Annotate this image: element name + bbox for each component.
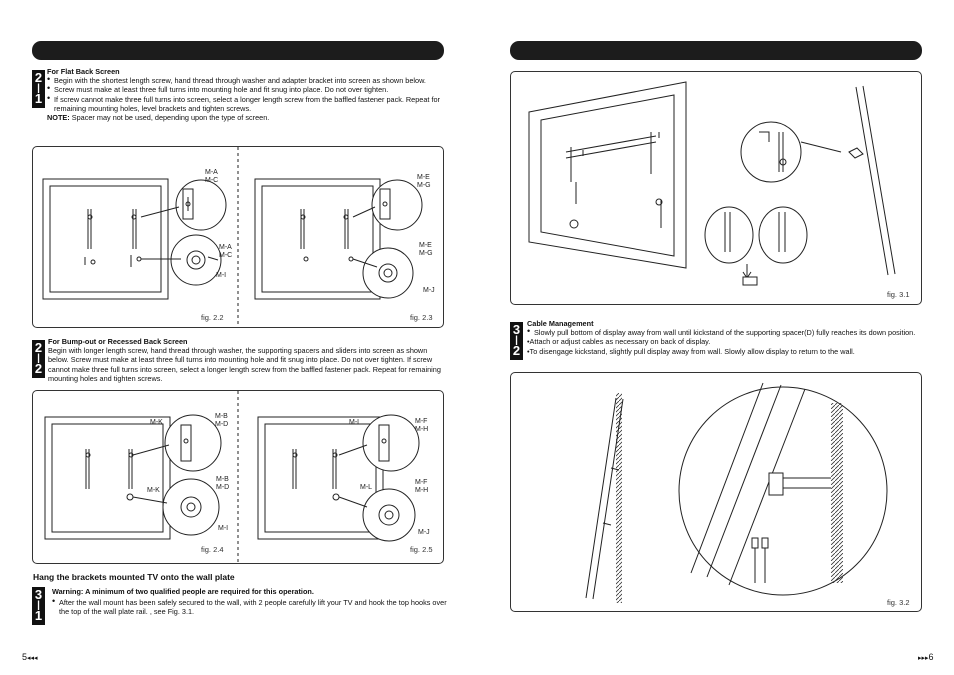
step-badge-2-1: 2 | 1 [32, 70, 45, 108]
part-label: M-A M-C [219, 244, 233, 259]
figure-caption: fig. 2.4 [201, 545, 224, 554]
bullet-item: Slowly pull bottom of display away from … [527, 327, 927, 337]
figure-caption: fig. 2.3 [410, 313, 433, 322]
note: NOTE: Spacer may not be used, depending … [47, 113, 449, 122]
part-label: M-B M-D [216, 476, 230, 491]
part-label: M-F M-H [415, 418, 429, 433]
part-label: M-J [423, 287, 435, 294]
page-number-right: ▸▸▸6 [918, 652, 934, 662]
bullet-item: Begin with the shortest length screw, ha… [47, 75, 449, 85]
badge-digit: 3 [512, 322, 521, 337]
step-badge-2-2: 2 | 2 [32, 340, 45, 378]
part-label: M-J [418, 529, 430, 536]
figure-caption: fig. 3.1 [887, 290, 910, 299]
badge-digit: 1 [34, 91, 43, 106]
part-label: M-I [218, 525, 229, 532]
step-badge-3-2: 3 | 2 [510, 322, 523, 360]
part-label: M-E M-G [419, 242, 433, 257]
step-2-1-text: For Flat Back Screen Begin with the shor… [47, 67, 449, 122]
badge-separator: | [37, 83, 40, 94]
part-label: M-E M-G [417, 174, 431, 189]
badge-digit: 2 [34, 361, 43, 376]
arrows-left-icon: ◂◂◂ [27, 655, 38, 662]
arrows-right-icon: ▸▸▸ [918, 655, 929, 662]
part-label: M-B M-D [215, 413, 229, 428]
section-heading: Hang the brackets mounted TV onto the wa… [33, 572, 235, 582]
badge-digit: 2 [512, 343, 521, 358]
figure-caption: fig. 3.2 [887, 598, 910, 607]
figure-illustration [585, 382, 888, 603]
part-label: M-F M-H [415, 479, 429, 494]
part-label: M-I [216, 272, 227, 279]
step-badge-3-1: 3 | 1 [32, 587, 45, 625]
badge-digit: 2 [34, 70, 43, 85]
figure-box-2-4-2-5: M-K M-B M-D M-K M-B M-D M-I M-L M-F M-H … [32, 390, 444, 564]
right-header-bar [510, 41, 922, 60]
page-number-left: 5◂◂◂ [22, 652, 38, 662]
badge-separator: | [37, 353, 40, 364]
list-item: •To disengage kickstand, slightly pull d… [527, 346, 855, 356]
bullet-item: If screw cannot make three full turns in… [47, 94, 449, 113]
part-label: M-K [150, 419, 163, 426]
step-3-1-text: Warning: A minimum of two qualified peop… [52, 587, 452, 617]
left-header-bar [32, 41, 444, 60]
section-title: For Bump-out or Recessed Back Screen [48, 337, 188, 346]
figure-caption: fig. 2.2 [201, 313, 224, 322]
figure-illustration [44, 391, 420, 563]
paragraph: Begin with longer length screw, hand thr… [48, 346, 441, 383]
figure-illustration [42, 147, 423, 327]
step-2-2-text: For Bump-out or Recessed Back Screen Beg… [48, 337, 446, 383]
figure-caption: fig. 2.5 [410, 545, 433, 554]
figure-box-2-2-2-3: M-A M-C M-A M-C M-I M-E M-G M-E M-G M-J … [32, 146, 444, 328]
part-label: M-K [147, 487, 160, 494]
section-title: Cable Management [527, 319, 594, 328]
badge-separator: | [37, 600, 40, 611]
part-label: M-L [349, 419, 362, 426]
bullet-item: After the wall mount has been safely sec… [52, 597, 452, 616]
step-3-2-text: Cable Management Slowly pull bottom of d… [527, 319, 927, 356]
bullet-item: Screw must make at least three full turn… [47, 84, 449, 94]
list-item: •Attach or adjust cables as necessary on… [527, 337, 711, 347]
figure-illustration [528, 81, 896, 286]
note-label: NOTE: [47, 113, 70, 123]
warning-text: Warning: A minimum of two qualified peop… [52, 587, 314, 596]
badge-separator: | [515, 335, 518, 346]
badge-digit: 1 [34, 608, 43, 623]
part-label: M-L [360, 484, 373, 491]
badge-digit: 3 [34, 587, 43, 602]
figure-box-3-2: fig. 3.2 [510, 372, 922, 612]
figure-box-3-1: fig. 3.1 [510, 71, 922, 305]
badge-digit: 2 [34, 340, 43, 355]
page-number: 6 [928, 652, 934, 662]
note-text: Spacer may not be used, depending upon t… [69, 113, 270, 123]
part-label: M-A M-C [205, 169, 219, 184]
section-title: For Flat Back Screen [47, 67, 120, 76]
page-number: 5 [22, 652, 28, 662]
